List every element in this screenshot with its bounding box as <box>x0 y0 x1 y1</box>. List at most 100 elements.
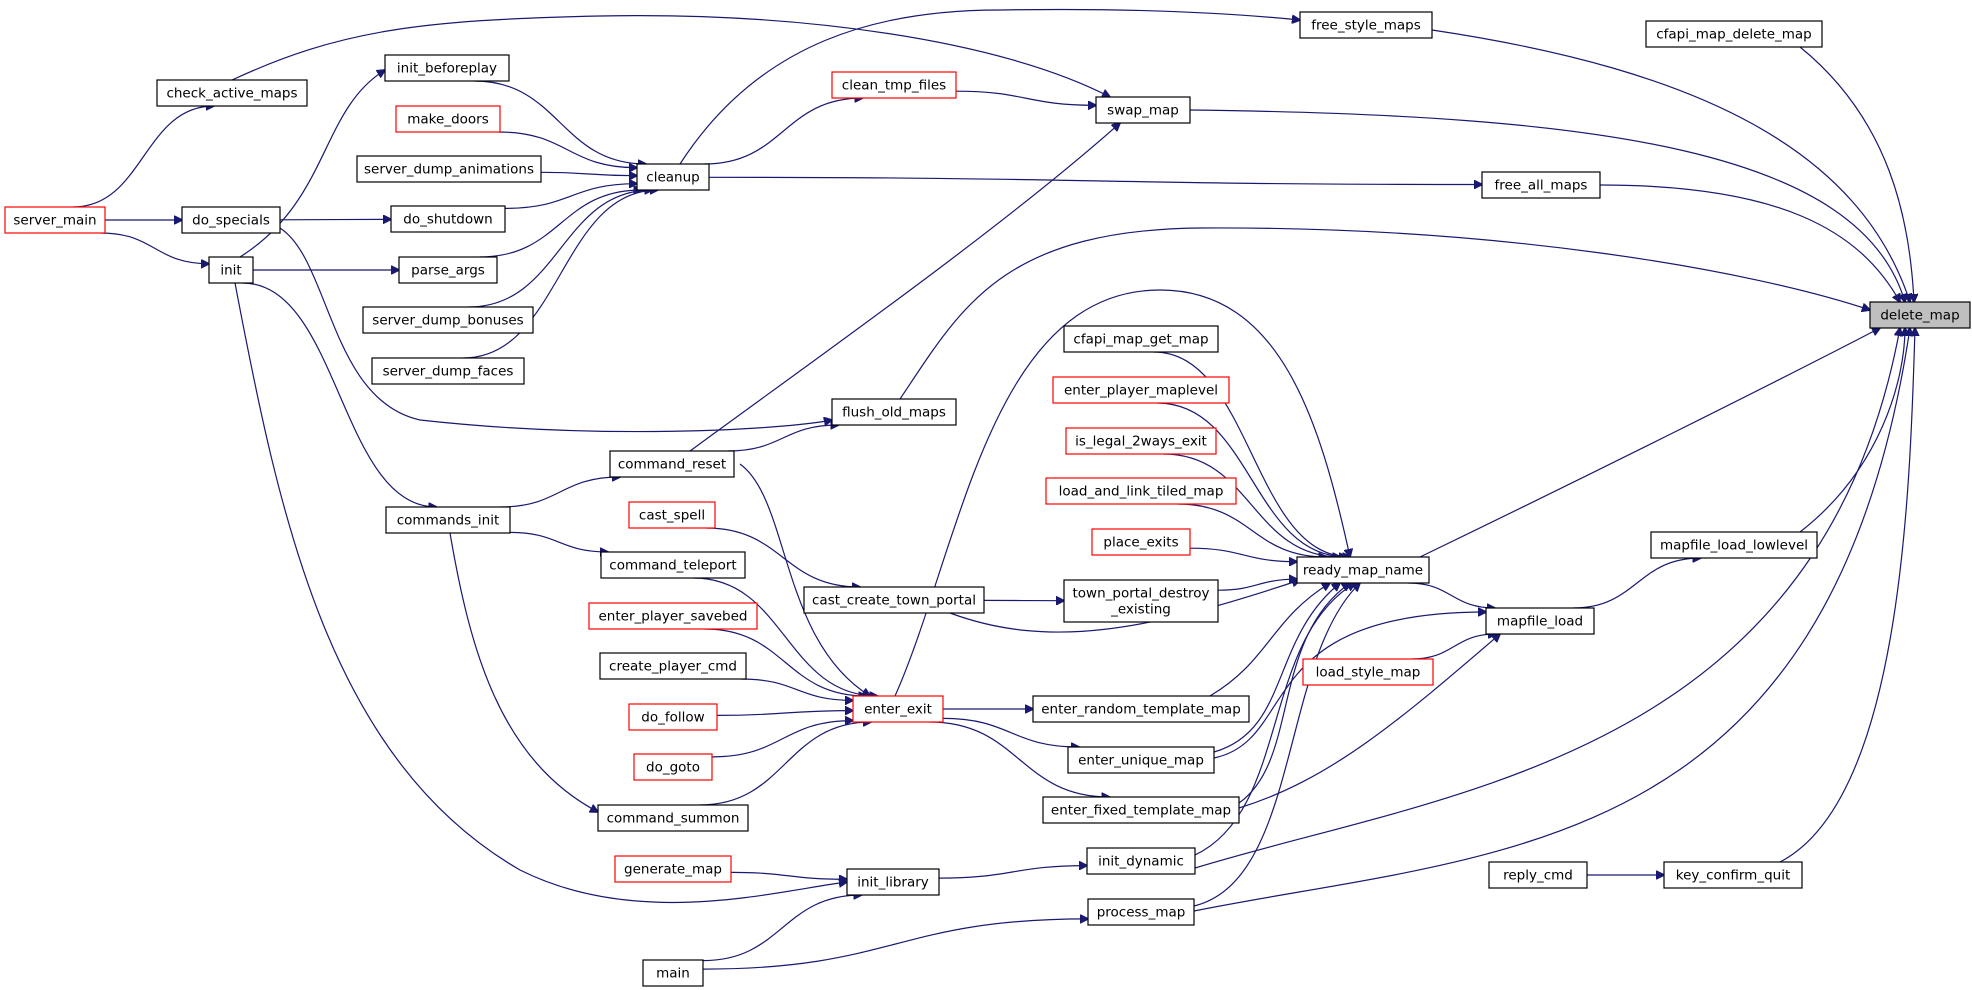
node-box-init_dynamic <box>1086 847 1196 875</box>
node-label-server_dump_faces: server_dump_faces <box>383 364 514 380</box>
node-label-swap_map: swap_map <box>1107 103 1179 119</box>
node-init_beforeplay[interactable]: init_beforeplay <box>384 54 510 82</box>
node-box-command_teleport <box>600 551 746 579</box>
edge-place_exits-to-ready_map_name <box>1189 547 1297 562</box>
node-layer: delete_map cfapi_map_delete_map free_style… <box>4 11 1971 987</box>
node-check_active_maps[interactable]: check_active_maps <box>156 79 308 107</box>
edge-town_portal_destroy_existing-to-ready_map_name <box>1217 579 1297 591</box>
node-commands_init[interactable]: commands_init <box>385 506 511 534</box>
node-command_reset[interactable]: command_reset <box>609 450 735 478</box>
node-label-line: commands_init <box>397 513 500 529</box>
node-init[interactable]: init <box>208 256 254 284</box>
node-mapfile_load_lowlevel[interactable]: mapfile_load_lowlevel <box>1650 531 1818 559</box>
node-flush_old_maps[interactable]: flush_old_maps <box>831 398 957 426</box>
node-label-place_exits: place_exits <box>1103 535 1178 551</box>
node-do_goto[interactable]: do_goto <box>633 753 713 781</box>
node-label-line: do_specials <box>192 213 270 229</box>
node-generate_map[interactable]: generate_map <box>614 855 732 883</box>
node-label-enter_fixed_template_map: enter_fixed_template_map <box>1051 803 1231 819</box>
node-box-enter_player_maplevel <box>1052 376 1230 404</box>
edge-command_reset-to-swap_map <box>689 123 1120 452</box>
node-box-enter_exit <box>852 695 944 723</box>
node-label-line: ready_map_name <box>1303 563 1423 579</box>
node-label-generate_map: generate_map <box>624 862 722 878</box>
node-label-line: is_legal_2ways_exit <box>1075 434 1207 450</box>
node-label-commands_init: commands_init <box>397 513 500 529</box>
node-enter_exit[interactable]: enter_exit <box>852 695 944 723</box>
node-label-line: enter_unique_map <box>1078 753 1204 769</box>
node-init_dynamic[interactable]: init_dynamic <box>1086 847 1196 875</box>
node-delete_map[interactable]: delete_map <box>1869 301 1971 329</box>
node-box-load_style_map <box>1302 658 1434 686</box>
node-enter_player_savebed[interactable]: enter_player_savebed <box>588 602 758 630</box>
node-do_specials[interactable]: do_specials <box>181 206 281 234</box>
node-process_map[interactable]: process_map <box>1087 898 1195 926</box>
node-server_dump_faces[interactable]: server_dump_faces <box>371 357 525 385</box>
node-label-line: mapfile_load <box>1497 614 1583 630</box>
node-place_exits[interactable]: place_exits <box>1091 528 1191 556</box>
edge-do_specials-to-flush_old_maps <box>279 227 832 433</box>
node-box-key_confirm_quit <box>1663 861 1803 889</box>
node-load_style_map[interactable]: load_style_map <box>1302 658 1434 686</box>
edge-enter_player_maplevel-to-ready_map_name <box>1156 402 1347 557</box>
node-command_teleport[interactable]: command_teleport <box>600 551 746 579</box>
edge-init_library-to-init_dynamic <box>938 866 1087 879</box>
node-label-cast_create_town_portal: cast_create_town_portal <box>812 593 976 609</box>
edge-do_goto-to-enter_exit <box>711 721 853 758</box>
node-cleanup[interactable]: cleanup <box>636 163 710 191</box>
node-swap_map[interactable]: swap_map <box>1095 96 1191 124</box>
node-ready_map_name[interactable]: ready_map_name <box>1296 556 1430 584</box>
node-clean_tmp_files[interactable]: clean_tmp_files <box>831 71 957 99</box>
node-label-load_and_link_tiled_map: load_and_link_tiled_map <box>1059 484 1224 500</box>
edge-server_dump_bonuses-to-cleanup <box>468 190 653 308</box>
node-box-free_style_maps <box>1299 11 1433 39</box>
node-label-line: command_summon <box>607 811 740 827</box>
node-box-main <box>642 959 704 987</box>
node-box-cfapi_map_delete_map <box>1645 20 1823 48</box>
node-label-line: _existing <box>1110 602 1171 618</box>
node-server_dump_animations[interactable]: server_dump_animations <box>356 155 542 183</box>
node-town_portal_destroy_existing[interactable]: town_portal_destroy_existing <box>1063 579 1219 623</box>
edge-free_all_maps-to-delete_map <box>1599 184 1900 302</box>
node-do_follow[interactable]: do_follow <box>628 703 718 731</box>
edge-ready_map_name-to-delete_map <box>1419 328 1880 558</box>
node-label-check_active_maps: check_active_maps <box>166 86 297 102</box>
node-command_summon[interactable]: command_summon <box>597 804 749 832</box>
node-label-line: do_follow <box>641 710 704 726</box>
edge-enter_exit-to-ready_map_name <box>894 289 1350 697</box>
node-create_player_cmd[interactable]: create_player_cmd <box>599 652 747 680</box>
node-enter_fixed_template_map[interactable]: enter_fixed_template_map <box>1042 796 1240 824</box>
node-cfapi_map_get_map[interactable]: cfapi_map_get_map <box>1063 325 1219 353</box>
node-cfapi_map_delete_map[interactable]: cfapi_map_delete_map <box>1645 20 1823 48</box>
node-do_shutdown[interactable]: do_shutdown <box>390 205 506 233</box>
node-box-enter_random_template_map <box>1032 695 1250 723</box>
node-parse_args[interactable]: parse_args <box>398 256 498 284</box>
node-box-cfapi_map_get_map <box>1063 325 1219 353</box>
node-label-init_library: init_library <box>857 875 929 891</box>
node-server_dump_bonuses[interactable]: server_dump_bonuses <box>362 306 534 334</box>
node-box-process_map <box>1087 898 1195 926</box>
node-enter_player_maplevel[interactable]: enter_player_maplevel <box>1052 376 1230 404</box>
node-init_library[interactable]: init_library <box>846 868 940 896</box>
node-label-load_style_map: load_style_map <box>1316 665 1421 681</box>
node-free_all_maps[interactable]: free_all_maps <box>1481 171 1601 199</box>
node-box-delete_map <box>1869 301 1971 329</box>
node-label-server_main: server_main <box>13 213 96 229</box>
node-box-do_shutdown <box>390 205 506 233</box>
node-cast_create_town_portal[interactable]: cast_create_town_portal <box>803 586 985 614</box>
node-cast_spell[interactable]: cast_spell <box>628 501 716 529</box>
node-reply_cmd[interactable]: reply_cmd <box>1488 861 1588 889</box>
node-free_style_maps[interactable]: free_style_maps <box>1299 11 1433 39</box>
node-enter_unique_map[interactable]: enter_unique_map <box>1067 746 1215 774</box>
node-load_and_link_tiled_map[interactable]: load_and_link_tiled_map <box>1045 477 1237 505</box>
node-box-mapfile_load_lowlevel <box>1650 531 1818 559</box>
node-main[interactable]: main <box>642 959 704 987</box>
node-make_doors[interactable]: make_doors <box>395 105 501 133</box>
node-key_confirm_quit[interactable]: key_confirm_quit <box>1663 861 1803 889</box>
node-enter_random_template_map[interactable]: enter_random_template_map <box>1032 695 1250 723</box>
node-label-line: server_dump_bonuses <box>372 313 523 329</box>
node-label-line: cleanup <box>646 170 699 186</box>
node-mapfile_load[interactable]: mapfile_load <box>1485 607 1595 635</box>
node-server_main[interactable]: server_main <box>4 206 106 234</box>
node-is_legal_2ways_exit[interactable]: is_legal_2ways_exit <box>1065 427 1217 455</box>
